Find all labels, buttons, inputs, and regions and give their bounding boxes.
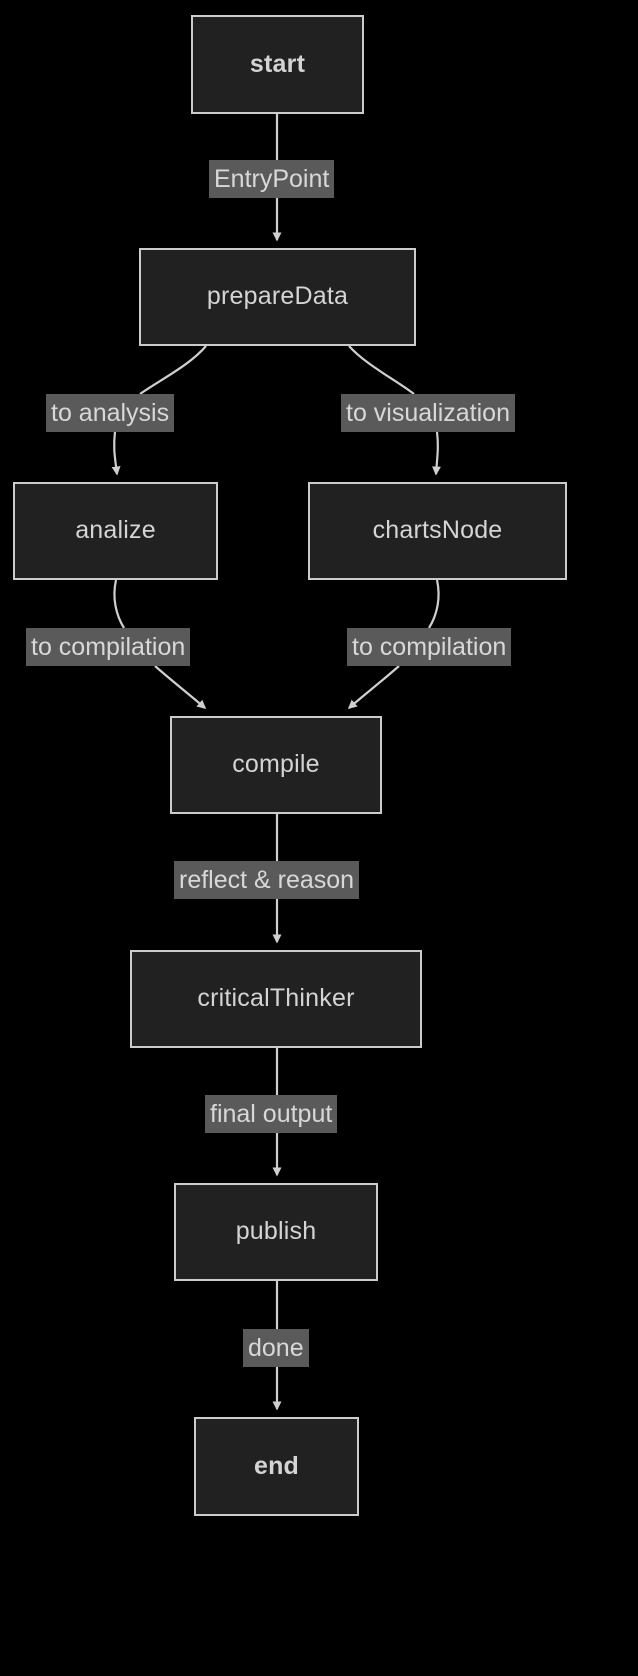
node-compile[interactable]: compile bbox=[170, 716, 382, 814]
node-end-label: end bbox=[253, 1451, 300, 1480]
edge-label-final-output-text: final output bbox=[210, 1100, 333, 1128]
edge-label-to-compilation-left-text: to compilation bbox=[31, 633, 186, 661]
edge-chartsnode-to-compile bbox=[428, 579, 440, 629]
node-preparedata[interactable]: prepareData bbox=[139, 248, 416, 346]
edge-chartsnode-to-compile-arrow bbox=[347, 665, 400, 709]
node-start[interactable]: start bbox=[191, 15, 364, 114]
edge-label-to-compilation-left[interactable]: to compilation bbox=[26, 628, 191, 666]
edge-label-to-compilation-right-text: to compilation bbox=[352, 633, 507, 661]
edge-analize-to-compile-arrow bbox=[154, 665, 207, 709]
node-chartsnode[interactable]: chartsNode bbox=[308, 482, 567, 580]
edge-preparedata-to-analize bbox=[139, 345, 207, 395]
edge-label-done[interactable]: done bbox=[243, 1329, 309, 1367]
node-end[interactable]: end bbox=[194, 1417, 359, 1516]
edge-preparedata-to-chartsnode bbox=[348, 345, 415, 395]
node-start-label: start bbox=[249, 49, 306, 78]
edge-label-entrypoint[interactable]: EntryPoint bbox=[209, 160, 335, 198]
node-analize[interactable]: analize bbox=[13, 482, 218, 580]
edge-label-to-compilation-right[interactable]: to compilation bbox=[347, 628, 512, 666]
edge-label-to-analysis[interactable]: to analysis bbox=[46, 394, 175, 432]
edge-preparedata-to-analize-arrow bbox=[111, 431, 121, 476]
edge-label-final-output[interactable]: final output bbox=[205, 1095, 338, 1133]
node-analize-label: analize bbox=[75, 516, 156, 545]
node-publish-label: publish bbox=[235, 1217, 317, 1246]
node-criticalthinker-label: criticalThinker bbox=[197, 984, 355, 1013]
edge-analize-to-compile bbox=[113, 579, 125, 629]
node-preparedata-label: prepareData bbox=[206, 282, 349, 311]
edge-label-to-visualization-text: to visualization bbox=[346, 399, 510, 427]
edge-preparedata-to-chartsnode-arrow bbox=[431, 431, 441, 476]
edge-label-reflect-and-reason-text: reflect & reason bbox=[179, 866, 355, 894]
edge-label-to-analysis-text: to analysis bbox=[51, 399, 170, 427]
edge-label-to-visualization[interactable]: to visualization bbox=[341, 394, 515, 432]
node-chartsnode-label: chartsNode bbox=[372, 516, 503, 545]
edge-label-entrypoint-text: EntryPoint bbox=[214, 165, 330, 193]
node-criticalthinker[interactable]: criticalThinker bbox=[130, 950, 422, 1048]
node-compile-label: compile bbox=[232, 750, 320, 779]
node-publish[interactable]: publish bbox=[174, 1183, 378, 1281]
edge-label-done-text: done bbox=[248, 1334, 304, 1362]
edge-label-reflect-and-reason[interactable]: reflect & reason bbox=[174, 861, 360, 899]
